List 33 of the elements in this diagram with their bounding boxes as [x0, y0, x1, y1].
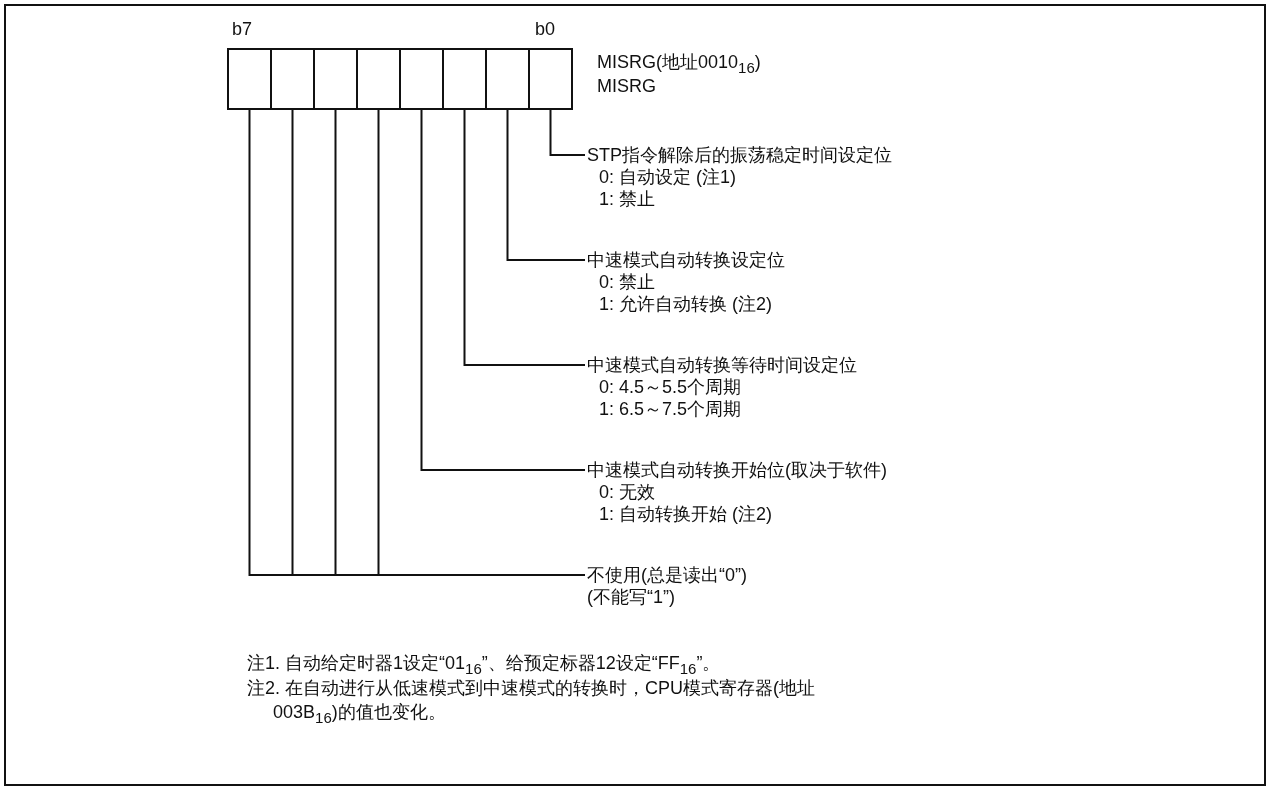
- bit-cell: [528, 48, 573, 110]
- leader-line: [377, 109, 586, 576]
- bit-cell: [356, 48, 401, 110]
- bit-value-text: 0: 自动设定 (注1): [598, 166, 737, 188]
- bit-cell: [270, 48, 315, 110]
- bit-value-text: 1: 6.5～7.5个周期: [598, 398, 743, 420]
- leader-line: [549, 109, 586, 156]
- bit-value-text: 1: 自动转换开始 (注2): [598, 503, 773, 525]
- bit-description: 中速模式自动转换开始位(取决于软件): [587, 459, 887, 481]
- bit-value-text: 1: 禁止: [598, 188, 656, 210]
- leader-line: [506, 109, 586, 261]
- bit-description: 不使用(总是读出“0”): [587, 564, 747, 586]
- bit-cell: [442, 48, 487, 110]
- bit-value-text: 0: 4.5～5.5个周期: [598, 376, 743, 398]
- bit-value-text: 0: 无效: [598, 481, 656, 503]
- bit-value-text: 1: 允许自动转换 (注2): [598, 293, 773, 315]
- register-name: MISRG: [597, 75, 656, 98]
- bit-cell: [399, 48, 444, 110]
- bit-cell: [313, 48, 358, 110]
- bit-number: b0: [535, 18, 556, 41]
- register-name: MISRG(地址0010$_{16}$): [597, 51, 761, 78]
- note-text: 注2. 在自动进行从低速模式到中速模式的转换时，CPU模式寄存器(地址003B$_{16}$)的值也变化。: [247, 677, 816, 728]
- leader-line: [420, 109, 586, 471]
- bit-value-text: 0: 禁止: [598, 271, 656, 293]
- bit-cell: [485, 48, 530, 110]
- note-text: 注1. 自动给定时器1设定“01$_{16}$”、给预定标器12设定“FF$_{16}$”。: [247, 652, 721, 679]
- leader-line: [463, 109, 586, 366]
- bit-value-text: (不能写“1”): [587, 586, 676, 608]
- bit-description: 中速模式自动转换设定位: [587, 249, 785, 271]
- bit-cell: [227, 48, 272, 110]
- bit-description: 中速模式自动转换等待时间设定位: [587, 354, 857, 376]
- bit-description: STP指令解除后的振荡稳定时间设定位: [587, 144, 892, 166]
- bit-number: b7: [232, 18, 253, 41]
